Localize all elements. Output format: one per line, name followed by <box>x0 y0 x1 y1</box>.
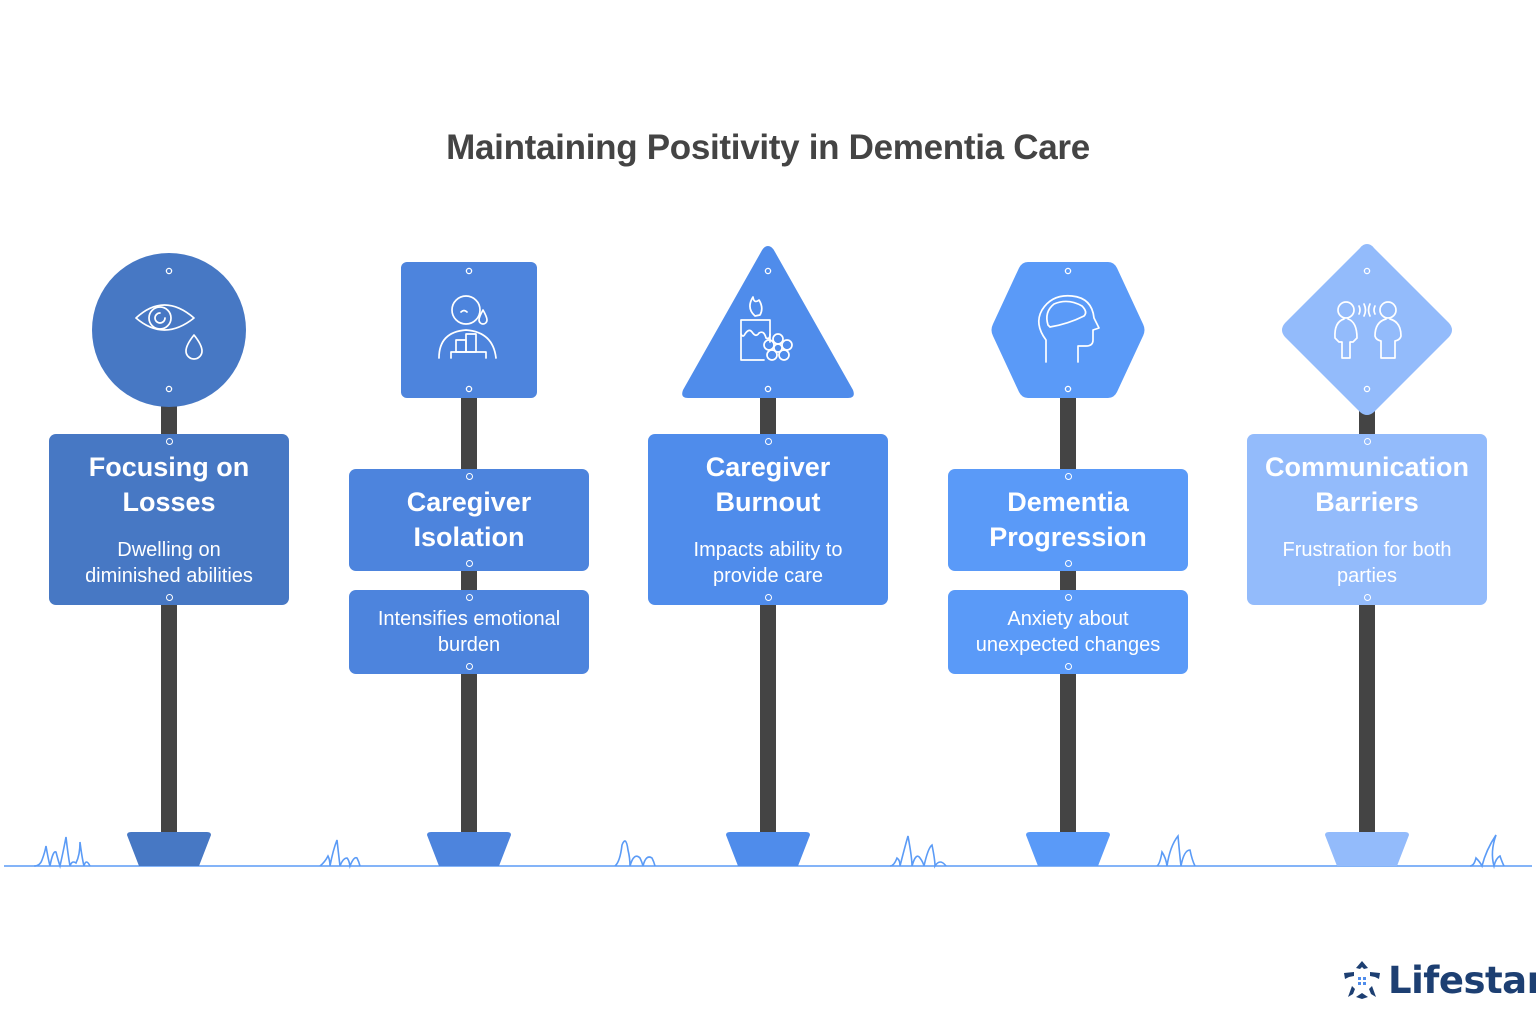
board-hole <box>465 473 473 480</box>
sign-hole <box>165 267 173 275</box>
heading-line: Barriers <box>1315 487 1419 517</box>
sad-person-blocks-icon <box>438 295 497 359</box>
heading-line: Losses <box>122 487 216 517</box>
head-brain-icon <box>1037 294 1100 363</box>
description-board: Intensifies emotional burden <box>349 590 589 674</box>
heading-line: Caregiver <box>406 487 532 517</box>
description-line: Anxiety about <box>1007 608 1129 630</box>
board-hole <box>764 594 772 601</box>
sign-description: Impacts ability to provide care <box>648 537 888 589</box>
heading-line: Caregiver <box>705 452 831 482</box>
star-house-logo-icon <box>1344 961 1380 999</box>
grass-tuft <box>1469 834 1505 870</box>
sign-description: Frustration for both parties <box>1247 537 1487 589</box>
sign-description: Dwelling on diminished abilities <box>49 537 289 589</box>
sign-hole <box>1363 385 1371 393</box>
sign-description: Anxiety about unexpected changes <box>948 606 1188 658</box>
sign-hole <box>165 385 173 393</box>
sign-base <box>127 832 211 866</box>
board-hole <box>1064 473 1072 480</box>
grass-tuft <box>1156 833 1196 867</box>
board-hole <box>1064 663 1072 670</box>
candle-flower-icon <box>740 296 793 361</box>
description-line: unexpected changes <box>975 634 1161 656</box>
logo-text: Lifestar <box>1388 958 1536 1002</box>
grass-tuft <box>889 835 947 869</box>
description-line: diminished abilities <box>85 565 253 587</box>
diagram-title: Maintaining Positivity in Dementia Care <box>446 128 1090 167</box>
two-people-talking-icon <box>1334 301 1402 359</box>
sign-hole <box>764 385 772 393</box>
sign-base <box>427 832 511 866</box>
sign-hole <box>1064 267 1072 275</box>
eye-tear-icon <box>135 304 203 360</box>
description-line: Dwelling on <box>117 539 221 561</box>
heading-line: Burnout <box>715 487 821 517</box>
sign-hexagon <box>991 262 1145 398</box>
sign-hole <box>465 385 473 393</box>
heading-line: Communication <box>1264 452 1469 482</box>
sign-hole <box>764 267 772 275</box>
signpost <box>92 253 246 866</box>
board-hole <box>1064 560 1072 567</box>
sign-description: Intensifies emotional burden <box>349 606 589 658</box>
grass-tuft <box>614 840 656 867</box>
sign-base <box>1026 832 1110 866</box>
description-line: Frustration for both <box>1282 539 1452 561</box>
sign-hole <box>465 267 473 275</box>
heading-line: Focusing on <box>88 452 250 482</box>
board-hole <box>465 594 473 601</box>
grass-tuft <box>33 836 91 869</box>
description-line: Impacts ability to <box>693 539 843 561</box>
description-line: parties <box>1336 565 1398 587</box>
lifestar-logo: Lifestar <box>1340 955 1536 1005</box>
description-line: burden <box>437 634 501 656</box>
description-line: Intensifies emotional <box>377 608 561 630</box>
description-board: Anxiety about unexpected changes <box>948 590 1188 674</box>
sign-triangle <box>682 246 854 398</box>
board-hole <box>165 438 173 445</box>
sign-hole <box>1064 385 1072 393</box>
sign-hole <box>1363 267 1371 275</box>
heading-line: Dementia <box>1007 487 1129 517</box>
board-hole <box>1363 594 1371 601</box>
board-hole <box>465 663 473 670</box>
grass-tuft <box>319 839 361 869</box>
description-line: provide care <box>712 565 824 587</box>
sign-diamond <box>1282 244 1452 415</box>
board-hole <box>1363 438 1371 445</box>
board-hole <box>1064 594 1072 601</box>
sign-heading: Focusing on Losses <box>49 450 289 520</box>
heading-line: Isolation <box>413 522 525 552</box>
board-hole <box>465 560 473 567</box>
board-hole <box>764 438 772 445</box>
sign-base <box>726 832 810 866</box>
heading-line: Progression <box>989 522 1147 552</box>
board-hole <box>165 594 173 601</box>
sign-base <box>1325 832 1409 866</box>
